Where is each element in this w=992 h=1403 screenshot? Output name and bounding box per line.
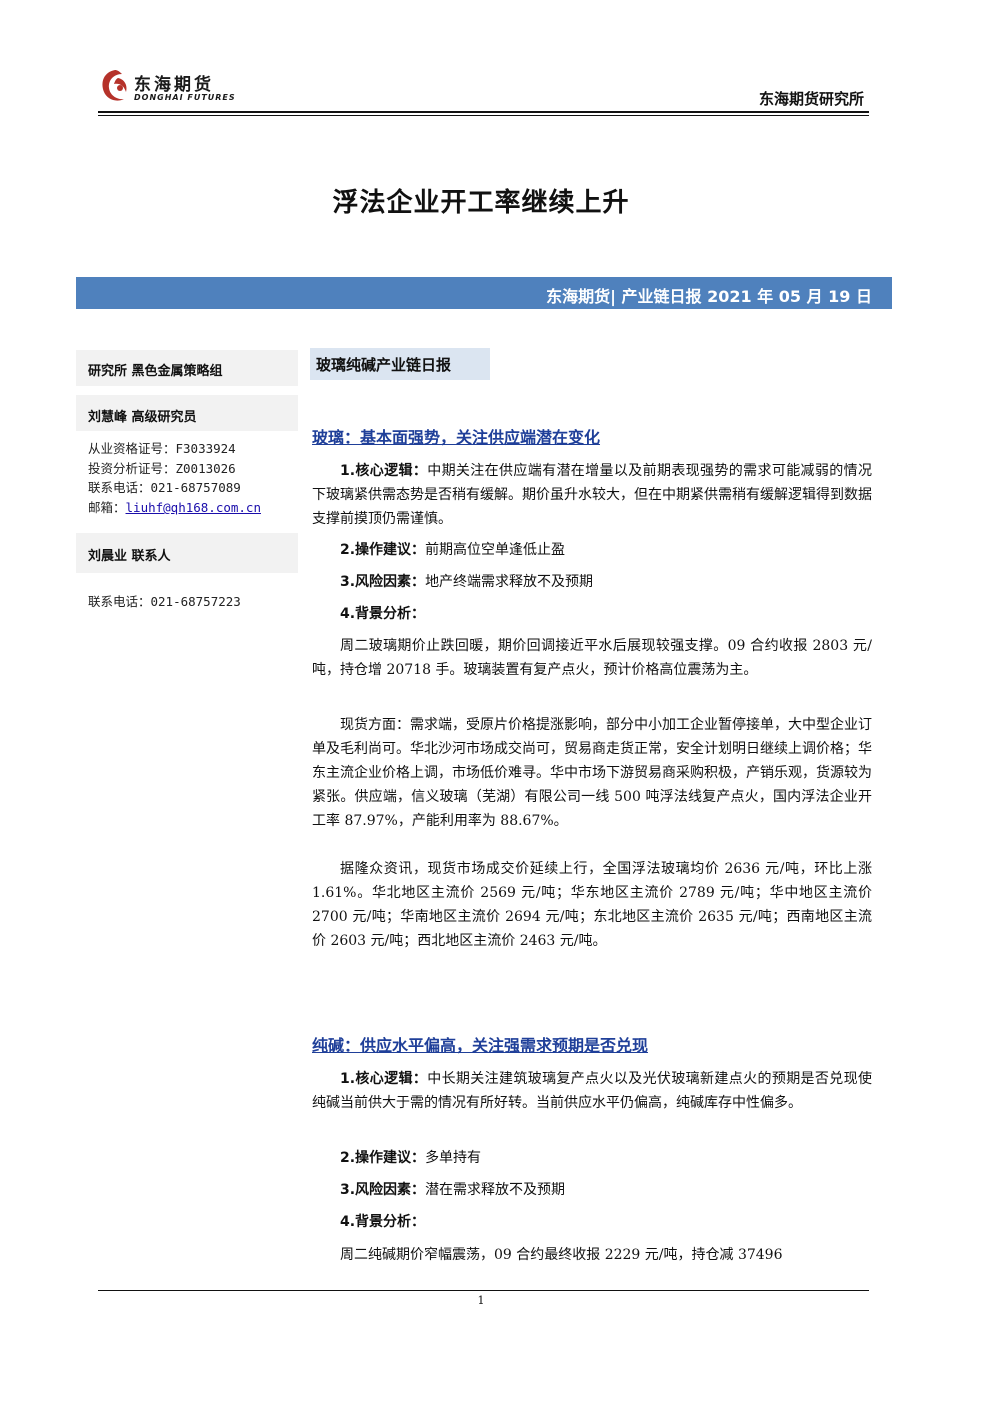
analyst1-line-license: 投资分析证号：Z0013026 bbox=[88, 461, 236, 476]
glass-risk-label: 3.风险因素： bbox=[340, 574, 426, 590]
soda-bg-label: 4.背景分析： bbox=[340, 1214, 426, 1230]
team-label: 研究所 黑色金属策略组 bbox=[88, 364, 223, 379]
glass-background: 4.背景分析： bbox=[312, 602, 872, 626]
footer-rule bbox=[98, 1290, 869, 1291]
team-block: 研究所 黑色金属策略组 bbox=[76, 350, 298, 386]
analyst1-block: 刘慧峰 高级研究员 bbox=[76, 395, 298, 431]
glass-risk-text: 地产终端需求释放不及预期 bbox=[425, 574, 594, 590]
analyst2-block: 刘晨业 联系人 bbox=[76, 533, 298, 573]
glass-op-text: 前期高位空单逢低止盈 bbox=[425, 542, 566, 558]
analyst1-line-phone: 联系电话：021-68757089 bbox=[88, 480, 241, 495]
glass-bg-paragraph-2: 现货方面：需求端，受原片价格提涨影响，部分中小加工企业暂停接单，大中型企业订单及… bbox=[312, 717, 872, 829]
soda-heading: 纯碱：供应水平偏高，关注强需求预期是否兑现 bbox=[312, 1036, 649, 1055]
soda-core-label: 1.核心逻辑： bbox=[340, 1071, 428, 1087]
soda-bg-paragraph-1: 周二纯碱期价窄幅震荡，09 合约最终收报 2229 元/吨，持仓减 37496 bbox=[340, 1247, 783, 1263]
section-tag: 玻璃纯碱产业链日报 bbox=[310, 348, 490, 380]
soda-background: 4.背景分析： bbox=[312, 1210, 872, 1234]
header-rule-thin bbox=[98, 115, 869, 116]
section-tag-label: 玻璃纯碱产业链日报 bbox=[316, 356, 452, 374]
glass-core-logic: 1.核心逻辑：中期关注在供应端有潜在增量以及前期表现强势的需求可能减弱的情况下玻… bbox=[312, 459, 872, 531]
soda-risk: 3.风险因素：潜在需求释放不及预期 bbox=[312, 1178, 872, 1202]
glass-bg-paragraph-1: 周二玻璃期价止跌回暖，期价回调接近平水后展现较强支撑。09 合约收报 2803 … bbox=[312, 638, 872, 678]
page-number: 1 bbox=[477, 1294, 485, 1307]
analyst1-email-row: 邮箱：liuhf@qh168.com.cn bbox=[88, 497, 261, 516]
analyst1-name: 刘慧峰 高级研究员 bbox=[88, 410, 197, 425]
document-title: 浮法企业开工率继续上升 bbox=[332, 188, 630, 218]
soda-core-text: 中长期关注建筑玻璃复产点火以及光伏玻璃新建点火的预期是否兑现使纯碱当前供大于需的… bbox=[312, 1071, 872, 1111]
glass-bg-paragraph-3: 据隆众资讯，现货市场成交价延续上行，全国浮法玻璃均价 2636 元/吨，环比上涨… bbox=[312, 861, 872, 949]
analyst2-phone: 联系电话：021-68757223 bbox=[88, 594, 241, 609]
glass-heading: 玻璃：基本面强势，关注供应端潜在变化 bbox=[312, 428, 601, 447]
glass-bg-label: 4.背景分析： bbox=[340, 606, 426, 622]
glass-core-label: 1.核心逻辑： bbox=[340, 463, 428, 479]
glass-operation: 2.操作建议：前期高位空单逢低止盈 bbox=[312, 538, 872, 562]
logo-chinese-name: 东海期货 bbox=[134, 75, 214, 95]
soda-op-label: 2.操作建议： bbox=[340, 1150, 426, 1166]
email-label: 邮箱： bbox=[88, 500, 126, 515]
banner-text: 东海期货| 产业链日报 2021 年 05 月 19 日 bbox=[546, 287, 872, 306]
soda-operation: 2.操作建议：多单持有 bbox=[312, 1146, 872, 1170]
header-rule bbox=[98, 111, 869, 113]
date-banner: 东海期货| 产业链日报 2021 年 05 月 19 日 bbox=[76, 277, 892, 309]
glass-op-label: 2.操作建议： bbox=[340, 542, 426, 558]
soda-core-logic: 1.核心逻辑：中长期关注建筑玻璃复产点火以及光伏玻璃新建点火的预期是否兑现使纯碱… bbox=[312, 1067, 872, 1115]
analyst2-name: 刘晨业 联系人 bbox=[88, 549, 171, 564]
glass-core-text: 中期关注在供应端有潜在增量以及前期表现强势的需求可能减弱的情况下玻璃紧供需态势是… bbox=[312, 463, 872, 527]
soda-risk-text: 潜在需求释放不及预期 bbox=[425, 1182, 566, 1198]
logo-english-name: DONGHAI FUTURES bbox=[134, 93, 236, 102]
soda-risk-label: 3.风险因素： bbox=[340, 1182, 426, 1198]
institute-name: 东海期货研究所 bbox=[758, 90, 864, 108]
company-logo-mark bbox=[98, 66, 228, 108]
soda-op-text: 多单持有 bbox=[425, 1150, 482, 1166]
glass-risk: 3.风险因素：地产终端需求释放不及预期 bbox=[312, 570, 872, 594]
analyst1-email-link[interactable]: liuhf@qh168.com.cn bbox=[125, 500, 261, 515]
analyst1-line-qualification: 从业资格证号：F3033924 bbox=[88, 441, 236, 456]
